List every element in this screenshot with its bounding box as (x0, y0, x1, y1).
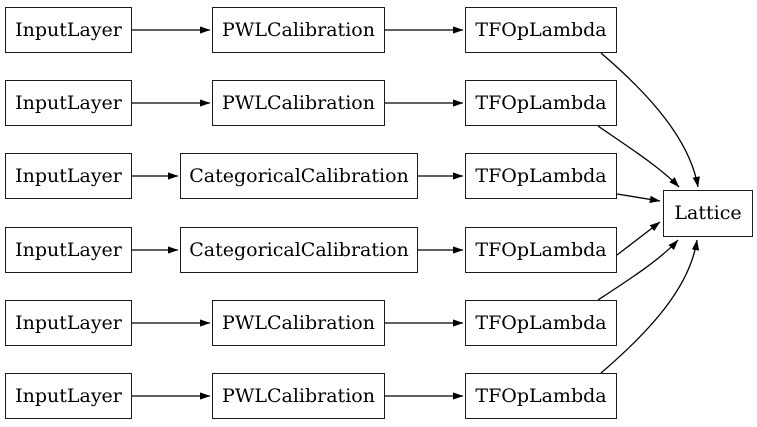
node-input-layer-4: InputLayer (5, 227, 132, 273)
node-lattice: Lattice (663, 190, 753, 237)
node-input-layer-2: InputLayer (5, 80, 132, 126)
node-input-layer-1: InputLayer (5, 7, 132, 53)
node-tf-op-lambda-1: TFOpLambda (465, 7, 617, 53)
node-tf-op-lambda-3: TFOpLambda (465, 153, 617, 199)
node-tf-op-lambda-5: TFOpLambda (465, 300, 617, 346)
node-categorical-calibration-4: CategoricalCalibration (180, 227, 418, 273)
node-input-layer-6: InputLayer (5, 373, 132, 419)
node-tf-op-lambda-6: TFOpLambda (465, 373, 617, 419)
node-input-layer-3: InputLayer (5, 153, 132, 199)
node-pwl-calibration-5: PWLCalibration (212, 300, 385, 346)
node-pwl-calibration-6: PWLCalibration (212, 373, 385, 419)
node-categorical-calibration-3: CategoricalCalibration (180, 153, 418, 199)
node-tf-op-lambda-2: TFOpLambda (465, 80, 617, 126)
node-tf-op-lambda-4: TFOpLambda (465, 227, 617, 273)
node-input-layer-5: InputLayer (5, 300, 132, 346)
node-pwl-calibration-1: PWLCalibration (212, 7, 385, 53)
node-pwl-calibration-2: PWLCalibration (212, 80, 385, 126)
